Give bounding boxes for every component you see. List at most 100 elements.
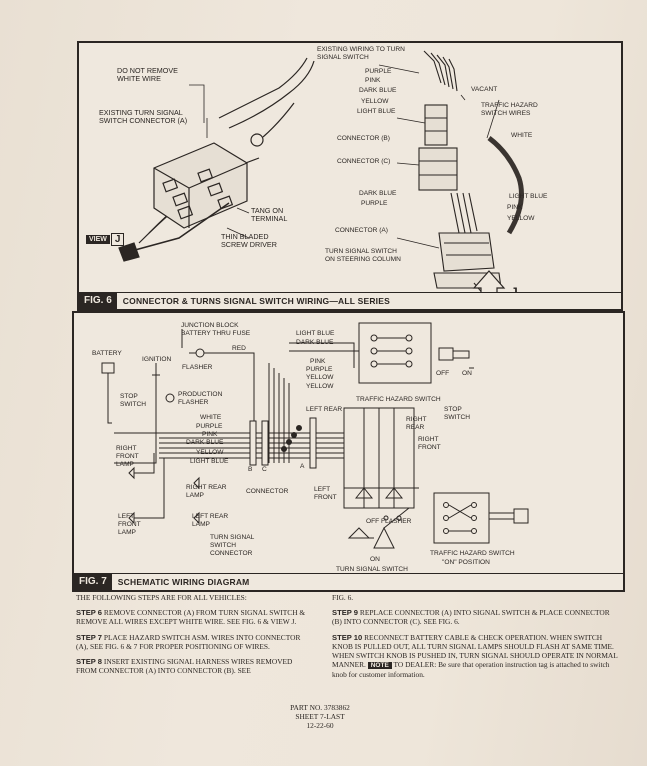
label-vacant: VACANT	[471, 86, 497, 93]
label-light-blue-2: LIGHT BLUE	[190, 458, 229, 465]
label-existing-wiring-2: SIGNAL SWITCH	[317, 54, 369, 61]
view-tag-letter: J	[110, 233, 125, 246]
label-left-front-3: LAMP	[118, 529, 137, 536]
step-6-text: REMOVE CONNECTOR (A) FROM TURN SIGNAL SW…	[76, 608, 306, 627]
label-battery: BATTERY	[92, 350, 122, 357]
figure-6-title: CONNECTOR & TURNS SIGNAL SWITCH WIRING—A…	[122, 296, 390, 306]
label-yellow-3: YELLOW	[196, 449, 224, 456]
figure-7-title: SCHEMATIC WIRING DIAGRAM	[117, 577, 250, 587]
label-hazard-1: TRAFFIC HAZARD	[481, 102, 538, 109]
label-do-not-remove: DO NOT REMOVE	[117, 66, 178, 75]
figure-7: JUNCTION BLOCK BATTERY THRU FUSE BATTERY…	[72, 311, 625, 592]
label-right-front-3: LAMP	[116, 461, 135, 468]
label-light-blue-2: LIGHT BLUE	[509, 193, 548, 200]
label-junction-2: BATTERY THRU FUSE	[181, 330, 251, 337]
label-tss-2: ON STEERING COLUMN	[325, 256, 401, 263]
figure-7-tag: FIG. 7	[74, 574, 112, 590]
label-pink: PINK	[365, 77, 381, 84]
step-9: STEP 9 REPLACE CONNECTOR (A) INTO SIGNAL…	[332, 608, 620, 626]
step-8: STEP 8 INSERT EXISTING SIGNAL HARNESS WI…	[76, 657, 308, 675]
step-6-label: STEP 6	[76, 608, 103, 618]
label-existing-conn-2: SWITCH CONNECTOR (A)	[99, 116, 187, 125]
figure-6-tag: FIG. 6	[79, 293, 117, 309]
label-tsc-2: SWITCH	[210, 542, 236, 549]
fig6-continued: FIG. 6.	[332, 593, 354, 602]
step-9-text: REPLACE CONNECTOR (A) INTO SIGNAL SWITCH…	[332, 608, 610, 627]
label-white: WHITE	[200, 414, 222, 421]
label-hazard-on-2: "ON" POSITION	[442, 559, 490, 566]
label-c: C	[262, 466, 267, 473]
label-production-1: PRODUCTION	[178, 391, 223, 398]
label-white-wire: WHITE WIRE	[117, 74, 161, 83]
label-on: ON	[462, 370, 472, 377]
print-date: 12-22-60	[306, 721, 334, 730]
label-on-2: ON	[370, 556, 380, 563]
view-j-tag: VIEW J	[86, 233, 125, 246]
label-yellow-1: YELLOW	[306, 374, 334, 381]
label-off: OFF	[436, 370, 449, 377]
label-pink: PINK	[310, 358, 326, 365]
label-yellow-2: YELLOW	[306, 383, 334, 390]
label-left-front-2: FRONT	[118, 521, 141, 528]
instructions-left: THE FOLLOWING STEPS ARE FOR ALL VEHICLES…	[76, 593, 308, 681]
step-10-label: STEP 10	[332, 632, 363, 642]
label-yellow-2: YELLOW	[507, 215, 535, 222]
label-off-flasher: OFF FLASHER	[366, 518, 412, 525]
label-right-front-2: FRONT	[116, 453, 139, 460]
label-stop-2: SWITCH	[120, 401, 146, 408]
label-left-front-r1: LEFT	[314, 486, 330, 493]
note-text: TO DEALER: Be sure that operation instru…	[332, 660, 610, 680]
intro-text: THE FOLLOWING STEPS ARE FOR ALL VEHICLES…	[76, 593, 247, 602]
figure-6-drawing: DO NOT REMOVE WHITE WIRE EXISTING TURN S…	[99, 46, 548, 293]
step-8-text: INSERT EXISTING SIGNAL HARNESS WIRES REM…	[76, 657, 293, 676]
flasher-symbol	[195, 348, 205, 358]
label-tang-2: TERMINAL	[251, 214, 287, 223]
label-left-rear-top: LEFT REAR	[306, 406, 342, 413]
label-pink-2: PINK	[202, 431, 218, 438]
connector-a-bar	[309, 417, 317, 469]
label-tang-1: TANG ON	[251, 206, 283, 215]
label-left-front-r2: FRONT	[314, 494, 337, 501]
figure-7-drawing: JUNCTION BLOCK BATTERY THRU FUSE BATTERY…	[92, 322, 529, 573]
label-connector-c: CONNECTOR (C)	[337, 158, 390, 165]
view-arrow-icon	[472, 270, 506, 293]
label-right-rear-lamp-2: LAMP	[186, 492, 205, 499]
battery-symbol	[101, 362, 115, 374]
connector-a-shape	[438, 232, 495, 272]
part-number-block: PART NO. 3783862 SHEET 7-LAST 12-22-60	[240, 703, 400, 730]
label-left-rear-lamp-2: LAMP	[192, 521, 211, 528]
step-6: STEP 6 REMOVE CONNECTOR (A) FROM TURN SI…	[76, 608, 308, 626]
label-purple-2: PURPLE	[361, 200, 388, 207]
label-existing-wiring-1: EXISTING WIRING TO TURN	[317, 46, 405, 53]
hazard-knob	[438, 347, 454, 361]
label-hazard-switch: TRAFFIC HAZARD SWITCH	[356, 396, 441, 403]
label-dark-blue-2: DARK BLUE	[186, 439, 224, 446]
label-purple: PURPLE	[306, 366, 333, 373]
step-7-text: PLACE HAZARD SWITCH ASM. WIRES INTO CONN…	[76, 632, 301, 651]
view-tag-label: VIEW	[86, 235, 110, 244]
label-hazard-2: SWITCH WIRES	[481, 110, 531, 117]
step-10: STEP 10 RECONNECT BATTERY CABLE & CHECK …	[332, 633, 620, 680]
label-right-rear-lamp-1: RIGHT REAR	[186, 484, 227, 491]
instructions-right: FIG. 6. STEP 9 REPLACE CONNECTOR (A) INT…	[332, 593, 620, 686]
label-white: WHITE	[511, 132, 533, 139]
figure-7-caption: FIG. 7 SCHEMATIC WIRING DIAGRAM	[74, 573, 623, 590]
label-connector-a: CONNECTOR (A)	[335, 227, 388, 234]
connector-b-shape	[424, 104, 448, 146]
label-left-front-1: LEFT	[118, 513, 134, 520]
label-yellow: YELLOW	[361, 98, 389, 105]
label-tsc-3: CONNECTOR	[210, 550, 253, 557]
label-stop-switch-1: STOP	[444, 406, 462, 413]
label-right-rear-1: RIGHT	[406, 416, 427, 423]
label-right-rear-2: REAR	[406, 424, 425, 431]
label-blade-2: SCREW DRIVER	[221, 240, 277, 249]
label-stop-1: STOP	[120, 393, 138, 400]
note-tag: NOTE	[367, 662, 392, 670]
ring-terminal	[250, 133, 264, 147]
label-pink-2: PINK	[507, 204, 523, 211]
step-7-label: STEP 7	[76, 632, 103, 642]
figure-6: DO NOT REMOVE WHITE WIRE EXISTING TURN S…	[77, 41, 623, 311]
label-j-arrow: J	[511, 285, 518, 293]
connector-c-shape	[418, 147, 458, 191]
label-production-2: FLASHER	[178, 399, 209, 406]
